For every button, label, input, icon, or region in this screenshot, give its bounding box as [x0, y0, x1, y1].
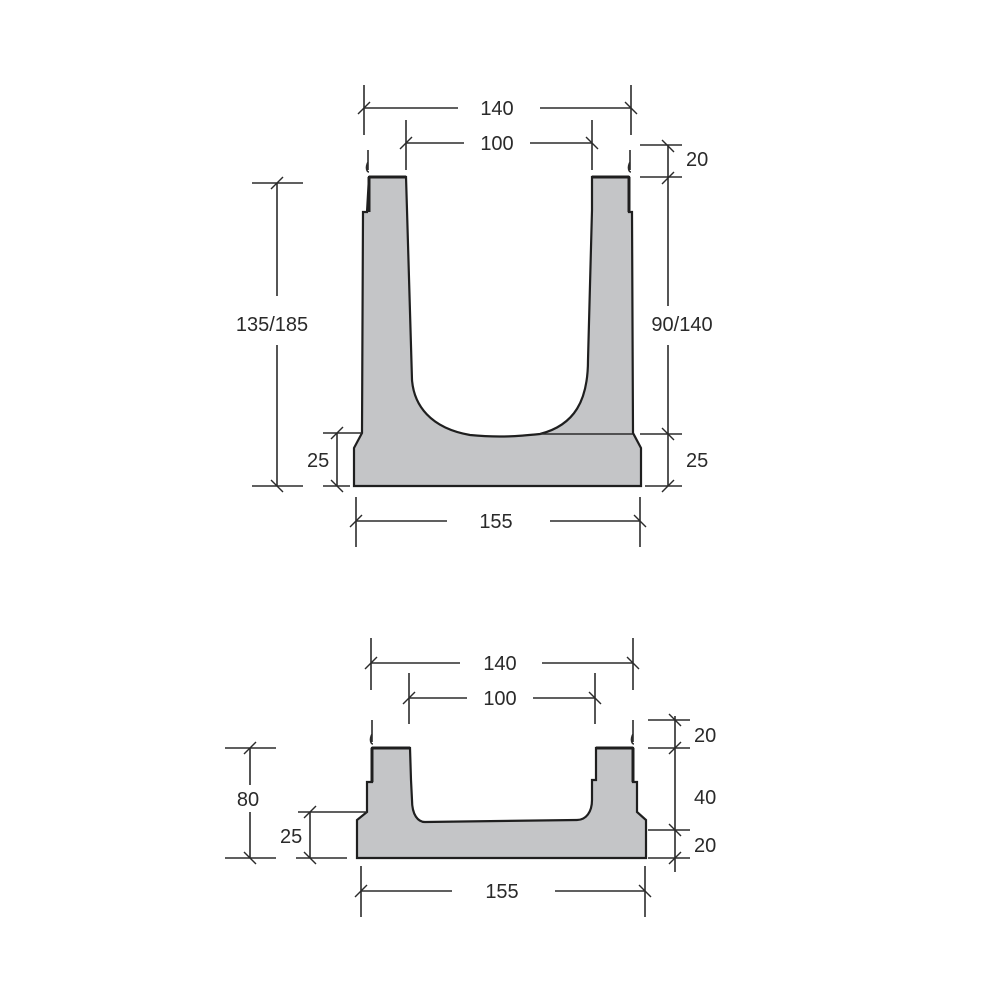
dim-inner-depth: 40 [694, 787, 716, 809]
svg-text:25: 25 [280, 826, 302, 848]
dim-base-height-left: 25 [307, 426, 362, 493]
dim-edge-height: 20 [648, 713, 716, 872]
svg-text:20: 20 [694, 835, 716, 857]
dim-base-height-left: 25 [280, 805, 347, 865]
svg-text:80: 80 [237, 789, 259, 811]
dim-base-height-right: 20 [648, 823, 716, 865]
svg-text:25: 25 [307, 450, 329, 472]
dim-base-width: 155 [349, 497, 647, 547]
edge-anchor-left [365, 150, 370, 173]
dim-edge-height: 20 [640, 139, 708, 185]
svg-text:100: 100 [483, 688, 516, 710]
svg-text:155: 155 [485, 881, 518, 903]
dim-inner-width: 100 [402, 673, 602, 724]
svg-text:155: 155 [479, 511, 512, 533]
svg-text:140: 140 [483, 653, 516, 675]
shallow-channel-section: 140 100 20 40 20 [225, 638, 716, 917]
deep-channel-section: 140 100 20 90/140 [236, 85, 713, 547]
dim-base-width: 155 [354, 866, 652, 917]
steel-edge-left [370, 746, 410, 782]
dim-top-width: 140 [357, 85, 638, 135]
deep-channel-body [352, 175, 643, 488]
dim-inner-width: 100 [399, 120, 599, 170]
dim-total-height: 135/185 [236, 176, 308, 493]
shallow-channel-body [355, 746, 648, 860]
steel-edge-right [592, 175, 631, 212]
svg-text:25: 25 [686, 450, 708, 472]
svg-text:20: 20 [686, 149, 708, 171]
dim-top-width: 140 [364, 638, 640, 690]
svg-text:135/185: 135/185 [236, 314, 308, 336]
svg-text:20: 20 [694, 725, 716, 747]
edge-anchor-left [369, 720, 374, 745]
svg-text:90/140: 90/140 [651, 314, 712, 336]
steel-edge-left [367, 175, 406, 212]
dim-total-height: 80 [225, 741, 276, 865]
dim-base-height-right: 25 [645, 434, 708, 493]
svg-text:40: 40 [694, 787, 716, 809]
edge-anchor-right [630, 720, 635, 745]
svg-text:140: 140 [480, 98, 513, 120]
dim-inner-depth: 90/140 [640, 177, 713, 441]
svg-text:100: 100 [480, 133, 513, 155]
steel-edge-right [596, 746, 635, 782]
edge-anchor-right [627, 150, 632, 173]
